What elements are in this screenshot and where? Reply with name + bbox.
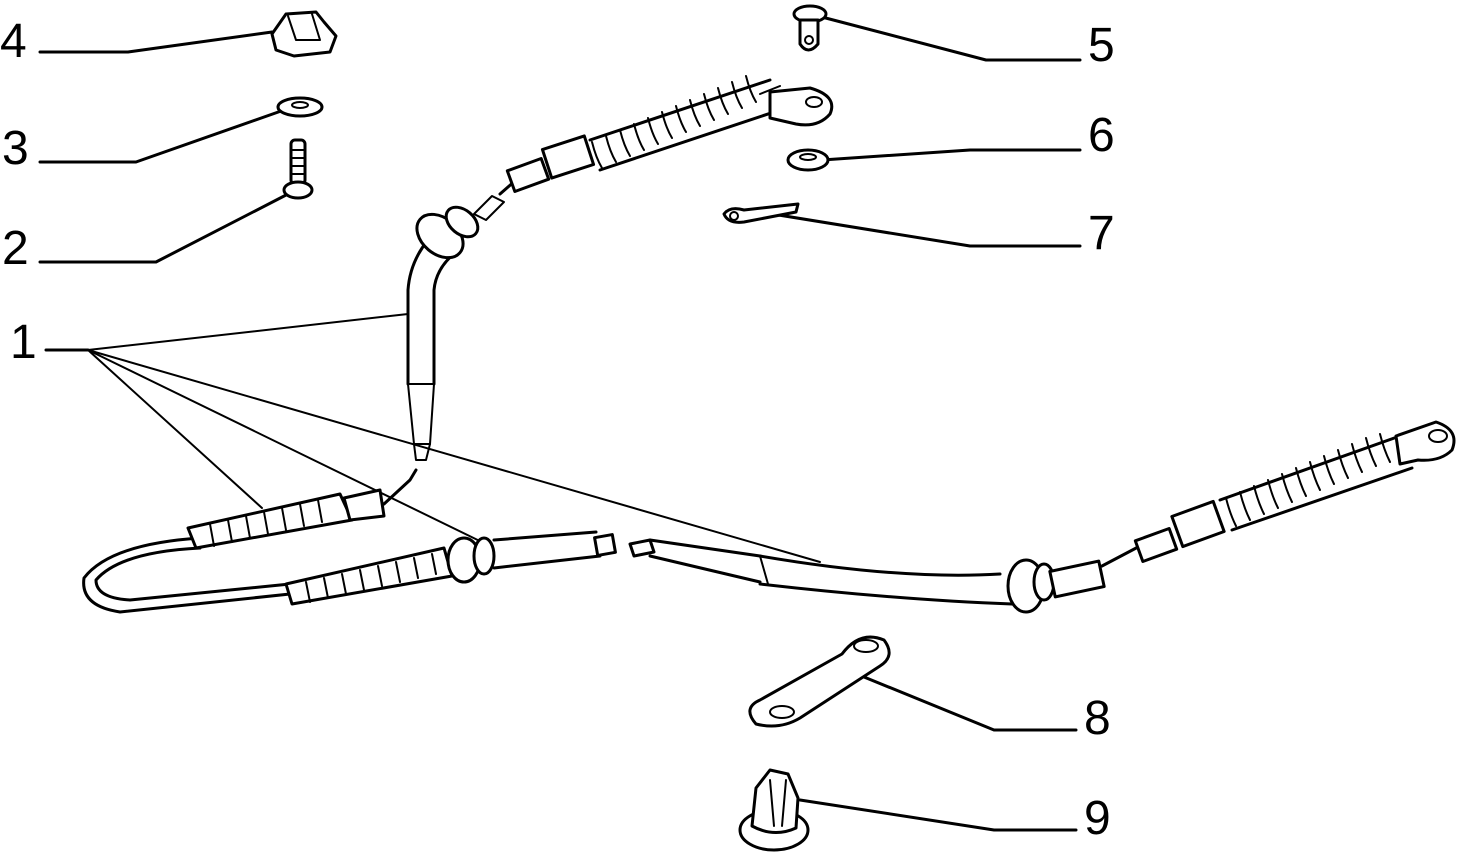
callout-label-9: 9 [1084,792,1111,845]
cable-right-sheath-bottom [758,582,1014,606]
part-1-cable-assembly [82,75,1456,614]
lower-left-boot-upper [186,468,418,550]
callout-label-5: 5 [1088,19,1115,72]
part-6-washer [786,148,830,172]
leader-line-7 [758,210,1082,248]
leader-line-9 [798,798,1078,832]
leader-line-6 [820,148,1082,162]
cable-loop-inner [94,546,292,602]
leader-line-1c [87,349,491,547]
part-5-clevis-pin [792,4,828,52]
callout-label-1: 1 [10,316,37,369]
leader-line-1b [87,349,263,509]
cable-upper-sheath-right [432,250,458,386]
leader-lines [38,14,1082,832]
part-4-clip-nut [270,10,338,58]
leader-line-1d [87,349,821,563]
leader-line-2 [38,192,290,264]
cable-upper-sheath-left [406,238,430,386]
callout-label-8: 8 [1084,692,1111,745]
part-3-washer [276,96,324,118]
part-2-bolt [282,138,314,200]
upper-spring [588,75,782,172]
callout-label-6: 6 [1088,109,1115,162]
leader-line-5 [816,14,1082,62]
leader-line-4 [38,30,274,54]
callout-label-4: 4 [0,15,27,68]
callout-label-2: 2 [2,222,29,275]
cable-loop-outer [82,536,292,614]
leader-line-8 [840,666,1078,732]
leader-line-1a [87,313,409,351]
cable-right-sheath-top [758,554,1002,577]
callout-label-3: 3 [2,122,29,175]
part-9-push-clip [738,768,810,852]
lower-left-boot-lower [284,536,496,606]
leader-line-3 [38,108,286,164]
callout-label-7: 7 [1088,207,1115,260]
part-8-link-bracket [748,635,891,728]
cable-mid-sheath-bottom [492,554,602,570]
lower-spring [1218,433,1414,532]
part-7-split-pin [722,202,800,224]
cable-mid-sheath-top [492,530,598,542]
